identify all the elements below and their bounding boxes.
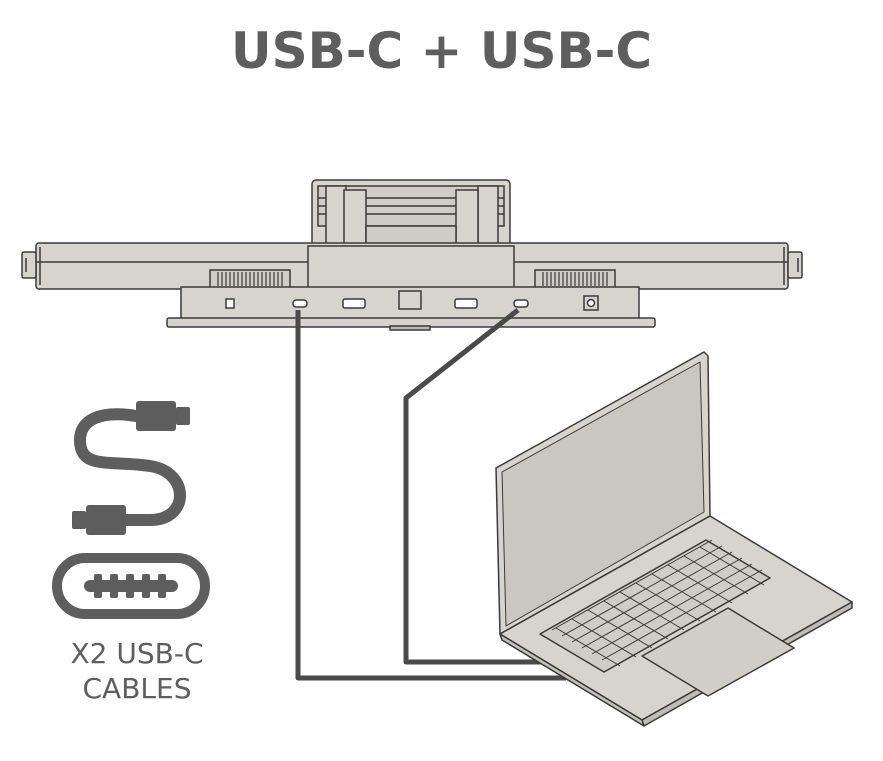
usb-c-cable-icon [72,401,190,535]
cables-caption-line1: X2 USB-C [70,637,204,670]
cable-1 [295,310,566,681]
cables-caption-line2: CABLES [82,672,192,705]
usb-c-cables [295,308,566,681]
cables-caption: X2 USB-C CABLES [20,636,254,706]
laptop [495,351,853,727]
usb-c-port-icon [52,553,210,619]
cable-2 [403,308,548,665]
dock-device [21,179,803,331]
diagram-title: USB-C + USB-C [230,22,653,80]
